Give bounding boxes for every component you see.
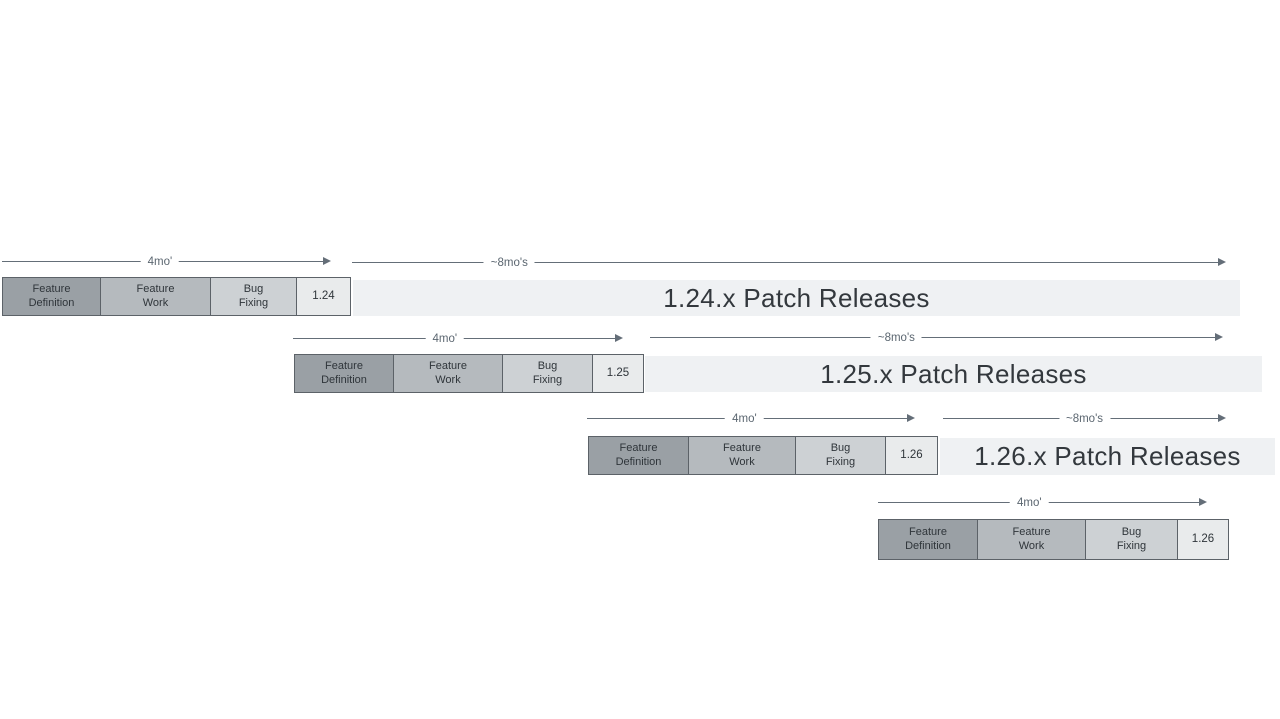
phase-box-feature-definition: Feature Definition: [588, 436, 689, 475]
arrowhead-icon: [1218, 414, 1226, 422]
phase-label: Feature Work: [723, 441, 761, 468]
version-label: 1.25: [606, 367, 630, 380]
arrowhead-icon: [1218, 258, 1226, 266]
version-box: 1.26: [1177, 519, 1229, 560]
phase-box-feature-work: Feature Work: [100, 277, 211, 316]
phase-box-bug-fixing: Bug Fixing: [1085, 519, 1178, 560]
phase-box-feature-work: Feature Work: [688, 436, 796, 475]
phase-label: Feature Definition: [321, 359, 367, 386]
patch-duration-label: ~8mo's: [1058, 412, 1111, 426]
dev-duration-arrow-next: 4mo': [878, 495, 1207, 511]
arrowhead-icon: [907, 414, 915, 422]
phase-box-feature-definition: Feature Definition: [878, 519, 978, 560]
phase-label: Feature Definition: [28, 282, 75, 309]
arrowhead-icon: [615, 334, 623, 342]
patch-releases-bar-1.26: 1.26.x Patch Releases: [940, 438, 1275, 475]
dev-duration-label: 4mo': [425, 332, 465, 346]
patch-duration-label: ~8mo's: [870, 331, 922, 345]
phase-label: Bug Fixing: [238, 282, 269, 309]
phase-label: Bug Fixing: [1116, 525, 1147, 552]
phase-box-bug-fixing: Bug Fixing: [502, 354, 593, 393]
version-box: 1.25: [592, 354, 644, 393]
phase-label: Bug Fixing: [825, 441, 856, 468]
phase-label: Bug Fixing: [532, 359, 563, 386]
dev-duration-label: 4mo': [1010, 496, 1049, 510]
phase-box-feature-definition: Feature Definition: [294, 354, 394, 393]
phase-label: Feature Work: [1012, 525, 1051, 552]
arrowhead-icon: [323, 257, 331, 265]
phase-box-feature-definition: Feature Definition: [2, 277, 101, 316]
patch-releases-bar-1.25: 1.25.x Patch Releases: [645, 356, 1262, 392]
dev-duration-label: 4mo': [140, 255, 180, 269]
dev-duration-arrow-1.26: 4mo': [587, 411, 915, 427]
dev-duration-label: 4mo': [725, 412, 764, 426]
patch-duration-arrow-1.26: ~8mo's: [943, 411, 1226, 427]
patch-duration-arrow-1.25: ~8mo's: [650, 330, 1223, 346]
phase-label: Feature Work: [429, 359, 467, 386]
phase-label: Feature Definition: [905, 525, 951, 552]
patch-releases-bar-1.24: 1.24.x Patch Releases: [353, 280, 1240, 316]
phase-box-feature-work: Feature Work: [977, 519, 1086, 560]
dev-duration-arrow-1.25: 4mo': [293, 331, 623, 347]
arrowhead-icon: [1199, 498, 1207, 506]
phase-label: Feature Definition: [615, 441, 662, 468]
patch-duration-arrow-1.24: ~8mo's: [352, 255, 1226, 271]
arrow-line: [352, 262, 1221, 263]
phase-box-bug-fixing: Bug Fixing: [795, 436, 886, 475]
patch-bar-label: 1.25.x Patch Releases: [820, 358, 1087, 389]
version-label: 1.26: [1191, 533, 1215, 546]
version-box: 1.26: [885, 436, 938, 475]
patch-duration-label: ~8mo's: [483, 256, 535, 270]
version-box: 1.24: [296, 277, 351, 316]
version-label: 1.24: [312, 290, 335, 303]
version-label: 1.26: [900, 449, 923, 462]
phase-box-feature-work: Feature Work: [393, 354, 503, 393]
phase-label: Feature Work: [136, 282, 175, 309]
arrow-line: [650, 337, 1218, 338]
arrowhead-icon: [1215, 333, 1223, 341]
patch-bar-label: 1.26.x Patch Releases: [974, 441, 1241, 471]
phase-box-bug-fixing: Bug Fixing: [210, 277, 297, 316]
dev-duration-arrow-1.24: 4mo': [2, 254, 331, 270]
patch-bar-label: 1.24.x Patch Releases: [663, 282, 930, 313]
